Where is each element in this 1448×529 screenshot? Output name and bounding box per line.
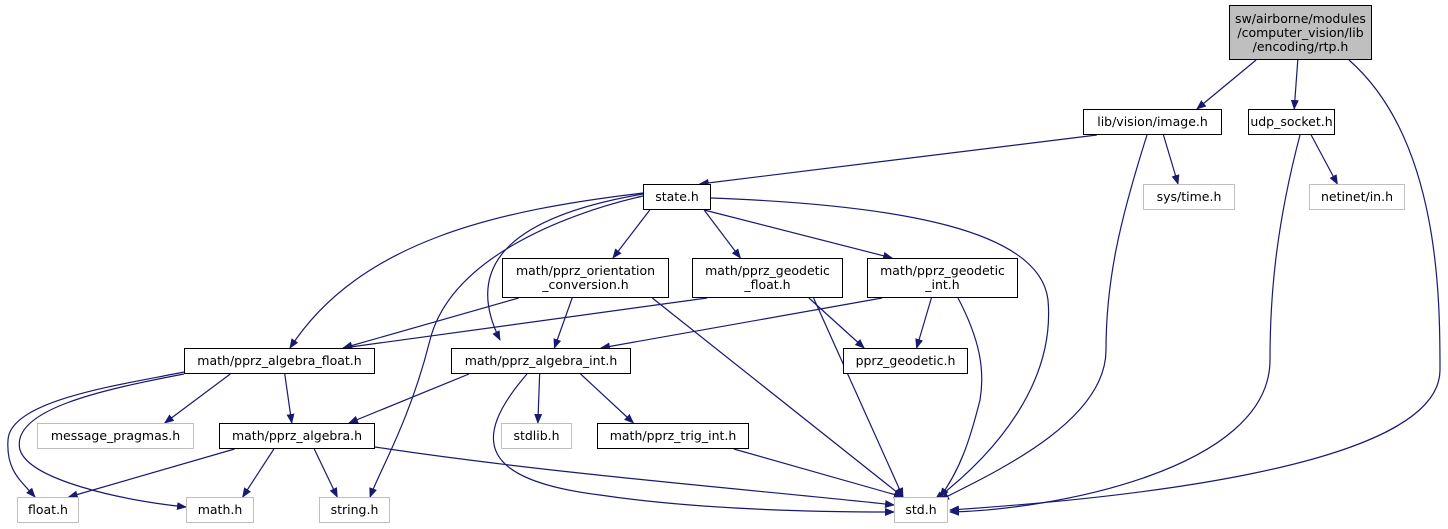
- edge-state-to-string: [369, 195, 644, 498]
- edge-state-to-algint: [487, 193, 644, 341]
- node-pprz-algebra-int-h[interactable]: math/pprz_algebra_int.h: [451, 348, 631, 374]
- edge-alg-to-float: [67, 448, 235, 499]
- edge-state-to-algfloat: [289, 192, 644, 349]
- edge-geofloat-to-std: [813, 297, 904, 498]
- edge-rtp-to-image: [1196, 59, 1257, 110]
- node-pprz-algebra-float-h[interactable]: math/pprz_algebra_float.h: [184, 348, 375, 374]
- node-pprz-algebra-h[interactable]: math/pprz_algebra.h: [219, 423, 375, 449]
- node-pprz-geodetic-int-h[interactable]: math/pprz_geodetic _int.h: [867, 258, 1018, 298]
- node-pprz-geodetic-float-h[interactable]: math/pprz_geodetic _float.h: [692, 258, 843, 298]
- edge-rtp-to-udp: [1290, 59, 1299, 110]
- node-rtp-h[interactable]: sw/airborne/modules /computer_vision/lib…: [1229, 5, 1372, 60]
- node-float-h: float.h: [17, 497, 79, 523]
- node-state-h[interactable]: state.h: [643, 184, 711, 210]
- node-message-pragmas-h: message_pragmas.h: [37, 423, 194, 449]
- edge-algint-to-stdlib: [534, 373, 543, 424]
- node-pprz-geodetic-h[interactable]: pprz_geodetic.h: [843, 348, 968, 374]
- edge-image-to-std: [939, 134, 1148, 501]
- edge-udp-to-netinet: [1310, 134, 1338, 185]
- edge-algint-to-alg: [348, 373, 470, 424]
- edge-state-to-orient: [612, 209, 651, 259]
- edge-udp-to-std: [949, 134, 1301, 516]
- node-netinet-in-h: netinet/in.h: [1309, 184, 1405, 210]
- edge-orient-to-algfloat: [342, 297, 519, 350]
- edge-alg-to-string: [313, 448, 338, 498]
- node-udp-socket-h[interactable]: udp_socket.h: [1248, 109, 1335, 135]
- edge-algfloat-to-math: [18, 373, 187, 511]
- edge-geofloat-to-pprzgeo: [808, 297, 865, 349]
- edge-trig-to-std: [733, 448, 904, 499]
- edge-alg-to-std: [374, 446, 895, 508]
- edge-image-to-state: [698, 134, 1097, 187]
- edge-rtp-to-std: [949, 59, 1441, 514]
- edge-geoint-to-algint: [600, 297, 883, 351]
- node-stdlib-h: stdlib.h: [501, 423, 572, 449]
- edge-state-to-std: [710, 197, 1050, 501]
- node-string-h: string.h: [319, 497, 390, 523]
- edge-geoint-to-std: [939, 297, 983, 498]
- edge-alg-to-math: [242, 448, 275, 498]
- edge-geofloat-to-algfloat: [342, 297, 708, 351]
- edge-algfloat-to-alg: [284, 373, 295, 424]
- node-std-h: std.h: [894, 497, 948, 523]
- edge-orient-to-algint: [553, 297, 573, 349]
- edge-state-to-geoint: [704, 209, 894, 260]
- edge-algint-to-std: [492, 373, 895, 516]
- edge-image-to-systime: [1162, 134, 1180, 185]
- edge-geoint-to-pprzgeo: [915, 297, 932, 349]
- node-sys-time-h: sys/time.h: [1143, 184, 1235, 210]
- node-math-h: math.h: [186, 497, 254, 523]
- edge-orient-to-std: [651, 297, 904, 498]
- node-pprz-trig-int-h[interactable]: math/pprz_trig_int.h: [597, 423, 749, 449]
- edge-algfloat-to-float: [7, 371, 185, 498]
- edge-algint-to-trig: [580, 373, 635, 424]
- edge-state-to-geofloat: [703, 209, 741, 259]
- edge-algfloat-to-msg: [163, 373, 231, 424]
- node-image-h[interactable]: lib/vision/image.h: [1083, 109, 1222, 135]
- node-pprz-orientation-conversion-h[interactable]: math/pprz_orientation _conversion.h: [502, 258, 669, 298]
